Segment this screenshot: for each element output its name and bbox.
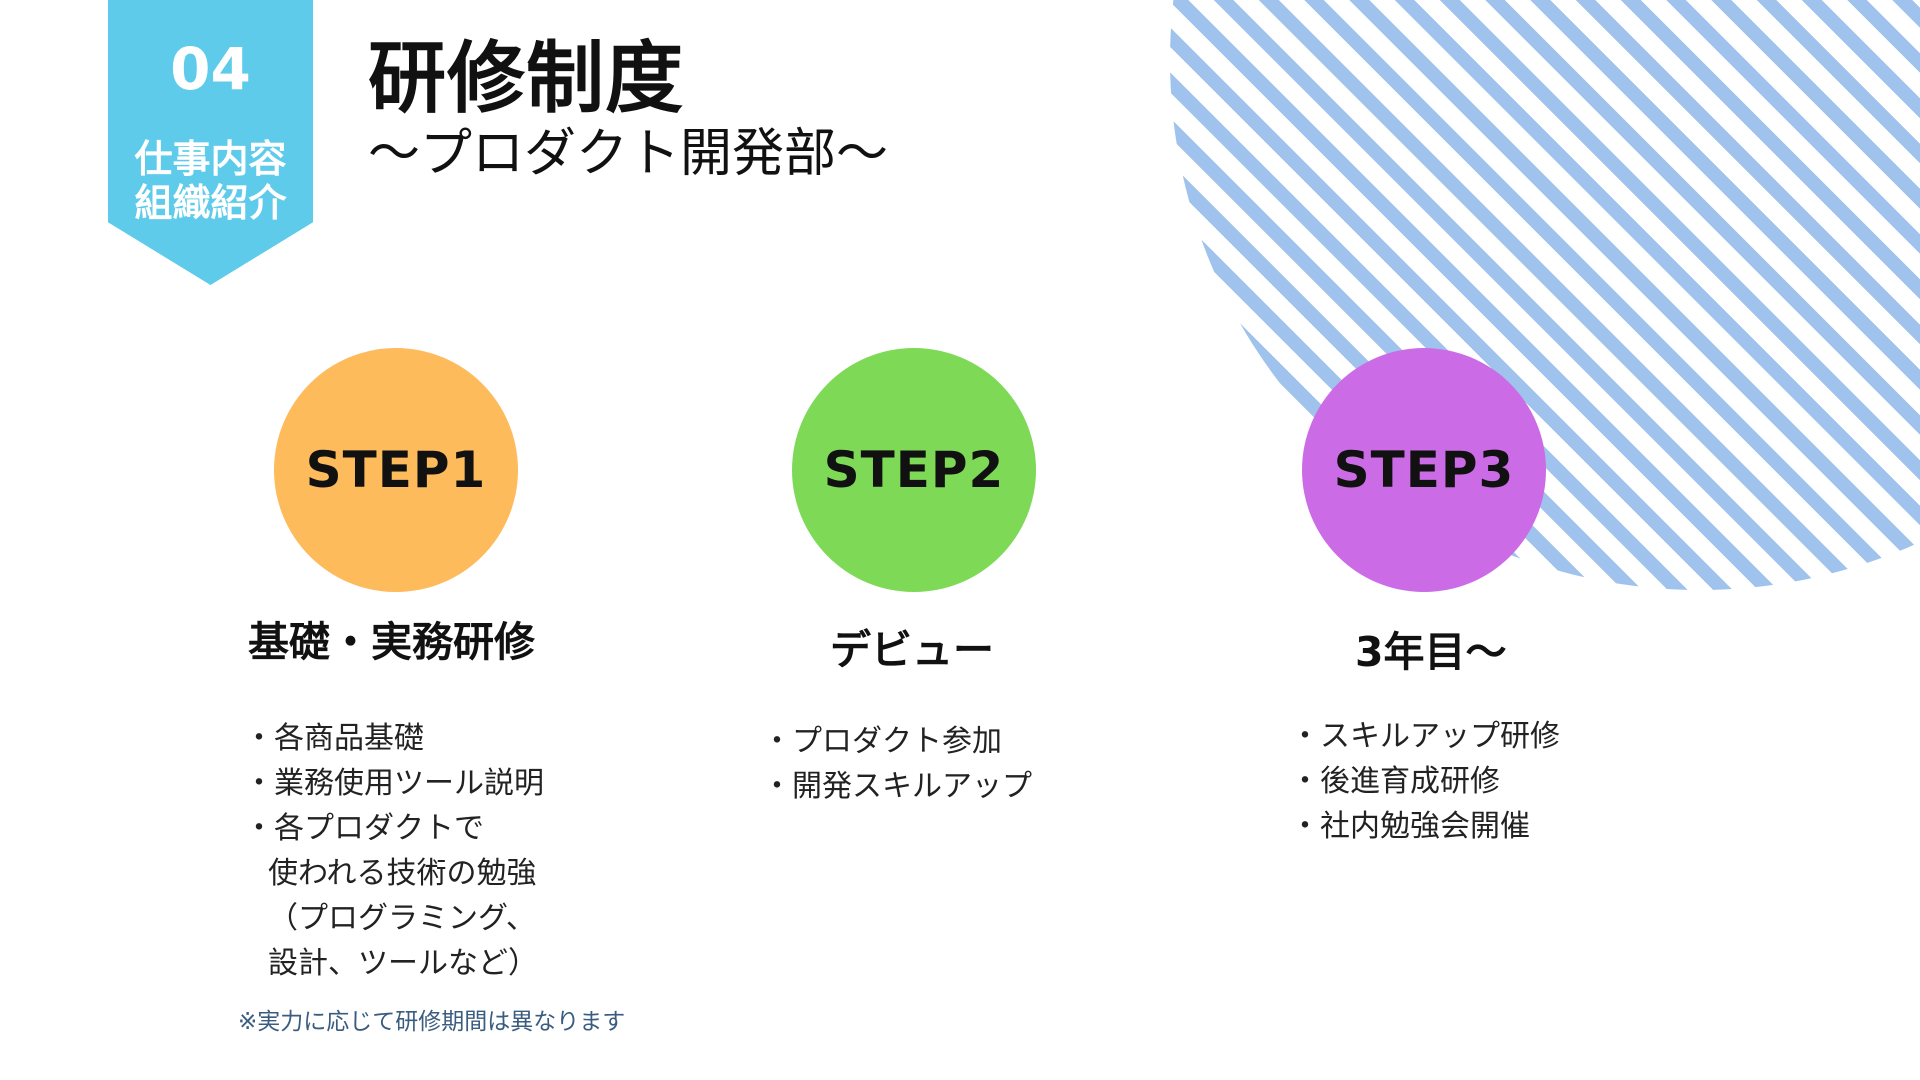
list-item: ・プロダクト参加 bbox=[762, 724, 1002, 759]
section-label-line2: 組織紹介 bbox=[134, 181, 287, 225]
step2-bullet-list: ・プロダクト参加 ・開発スキルアップ bbox=[762, 719, 1032, 809]
step1-circle: STEP1 bbox=[274, 348, 518, 592]
list-item: ・各商品基礎 bbox=[244, 721, 424, 756]
section-ribbon: 04 仕事内容 組織紹介 bbox=[108, 0, 313, 285]
section-number: 04 bbox=[170, 35, 251, 103]
step1-label: STEP1 bbox=[305, 441, 487, 499]
step3-bullet-list: ・スキルアップ研修 ・後進育成研修 ・社内勉強会開催 bbox=[1290, 714, 1560, 849]
step3-label: STEP3 bbox=[1333, 441, 1515, 499]
list-item: ・各プロダクトで bbox=[244, 811, 484, 846]
step3-circle: STEP3 bbox=[1302, 348, 1546, 592]
striped-circle-decoration bbox=[1170, 0, 1920, 590]
step2-circle: STEP2 bbox=[792, 348, 1036, 592]
step2-label: STEP2 bbox=[823, 441, 1005, 499]
list-item: ・社内勉強会開催 bbox=[1290, 809, 1530, 844]
page-subtitle: ～プロダクト開発部～ bbox=[368, 124, 889, 184]
step1-bullet-list: ・各商品基礎 ・業務使用ツール説明 ・各プロダクトで 使われる技術の勉強 （プロ… bbox=[244, 716, 544, 986]
section-label-line1: 仕事内容 bbox=[134, 137, 287, 181]
list-item: 使われる技術の勉強 bbox=[268, 856, 537, 891]
list-item: 設計、ツールなど） bbox=[268, 946, 538, 981]
list-item: ・開発スキルアップ bbox=[762, 769, 1032, 804]
list-item: ・業務使用ツール説明 bbox=[244, 766, 544, 801]
step2-title: デビュー bbox=[830, 626, 994, 674]
step3-title: 3年目～ bbox=[1355, 628, 1507, 676]
step1-title: 基礎・実務研修 bbox=[248, 618, 535, 666]
list-item: ・後進育成研修 bbox=[1290, 764, 1500, 799]
list-item: ・スキルアップ研修 bbox=[1290, 719, 1560, 754]
page-title: 研修制度 bbox=[368, 34, 685, 124]
footnote: ※実力に応じて研修期間は異なります bbox=[238, 1009, 626, 1035]
list-item: （プログラミング、 bbox=[268, 901, 536, 936]
